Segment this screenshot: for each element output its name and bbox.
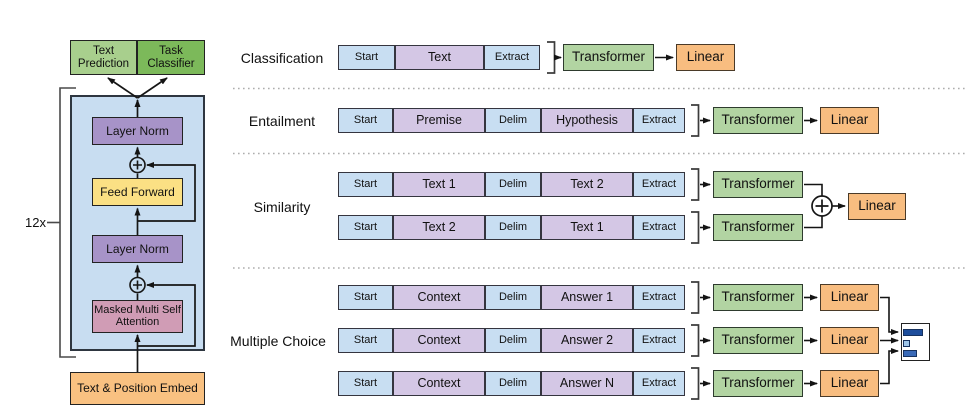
embedding-block: Text & Position Embed [70, 372, 205, 405]
text-prediction-head: Text Prediction [70, 40, 137, 75]
probability-bar [903, 340, 910, 347]
linear-box: Linear [848, 192, 906, 220]
token-extract: Extract [633, 328, 685, 353]
token-start: Start [338, 371, 393, 396]
task-label-multiple-choice: Multiple Choice [230, 332, 326, 349]
token-context: Context [393, 371, 485, 396]
token-answer2: Answer 2 [541, 328, 633, 353]
token-delim: Delim [485, 328, 541, 353]
linear-box: Linear [820, 327, 879, 354]
masked-attention-block: Masked Multi Self Attention [92, 300, 183, 333]
task-classifier-label: Task Classifier [147, 45, 195, 70]
repeat-count-label: 12x [25, 215, 46, 230]
token-text2: Text 2 [541, 172, 633, 197]
transformer-box: Transformer [713, 107, 803, 134]
transformer-box: Transformer [563, 44, 654, 71]
task-label-classification: Classification [240, 49, 324, 66]
token-text: Text [395, 45, 484, 70]
linear-box: Linear [676, 44, 735, 71]
task-label-similarity: Similarity [253, 198, 311, 215]
token-hypothesis: Hypothesis [541, 108, 633, 133]
token-delim: Delim [485, 285, 541, 310]
layer-norm-bottom-block: Layer Norm [92, 235, 183, 263]
token-extract: Extract [633, 215, 685, 240]
token-start: Start [338, 215, 393, 240]
token-extract: Extract [633, 371, 685, 396]
token-text2: Text 2 [393, 215, 485, 240]
feed-forward-block: Feed Forward [92, 178, 183, 206]
token-start: Start [338, 285, 393, 310]
probability-bar [903, 329, 923, 336]
token-extract: Extract [633, 108, 685, 133]
layer-norm-bottom-label: Layer Norm [106, 241, 169, 256]
token-text1: Text 1 [541, 215, 633, 240]
embedding-label: Text & Position Embed [77, 381, 198, 396]
token-context: Context [393, 285, 485, 310]
task-label-entailment: Entailment [248, 112, 316, 129]
token-delim: Delim [485, 172, 541, 197]
transformer-box: Transformer [713, 284, 803, 311]
token-extract: Extract [633, 285, 685, 310]
transformer-box: Transformer [713, 171, 803, 198]
transformer-box: Transformer [713, 327, 803, 354]
token-answer1: Answer 1 [541, 285, 633, 310]
linear-box: Linear [820, 284, 879, 311]
token-start: Start [338, 45, 395, 70]
layer-norm-top-label: Layer Norm [106, 123, 169, 138]
token-start: Start [338, 172, 393, 197]
softmax-output-box [901, 323, 930, 361]
token-delim: Delim [485, 108, 541, 133]
transformer-box: Transformer [713, 370, 803, 397]
text-prediction-label: Text Prediction [77, 45, 130, 70]
transformer-box: Transformer [713, 214, 803, 241]
token-delim: Delim [485, 215, 541, 240]
token-answerN: Answer N [541, 371, 633, 396]
token-start: Start [338, 108, 393, 133]
token-premise: Premise [393, 108, 485, 133]
sum-icon [811, 195, 833, 217]
task-classifier-head: Task Classifier [137, 40, 205, 75]
token-extract: Extract [633, 172, 685, 197]
feed-forward-label: Feed Forward [100, 184, 175, 199]
layer-norm-top-block: Layer Norm [92, 117, 183, 145]
token-extract: Extract [484, 45, 540, 70]
token-start: Start [338, 328, 393, 353]
linear-box: Linear [820, 107, 879, 134]
token-text1: Text 1 [393, 172, 485, 197]
token-context: Context [393, 328, 485, 353]
linear-box: Linear [820, 370, 879, 397]
token-delim: Delim [485, 371, 541, 396]
probability-bar [903, 350, 917, 357]
masked-attention-label: Masked Multi Self Attention [94, 303, 181, 328]
